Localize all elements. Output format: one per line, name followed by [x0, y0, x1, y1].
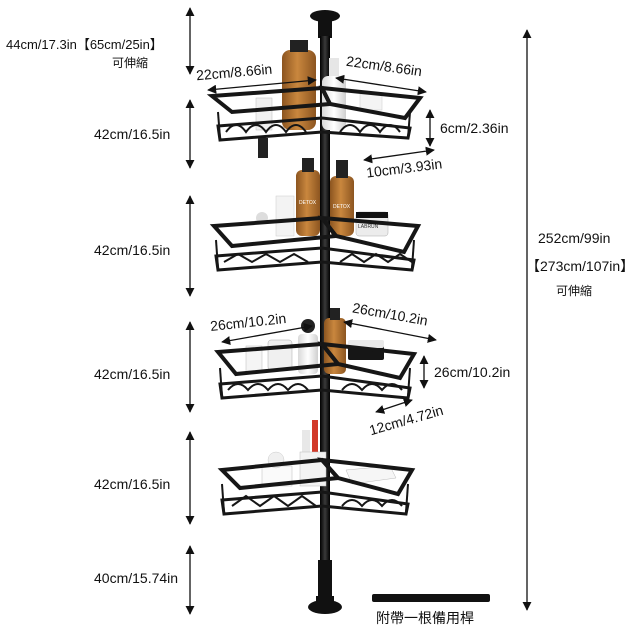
total-telescopic-label: 可伸縮: [556, 284, 593, 298]
gap-3-label: 42cm/16.5in: [94, 366, 171, 382]
dimension-arrows: [185, 7, 532, 615]
large-shelf-depth-label: 26cm/10.2in: [434, 364, 511, 380]
extra-pole-note: 附帶一根備用桿: [376, 610, 474, 626]
top-telescopic-label: 可伸縮: [112, 56, 149, 70]
shelf-2: DETOX DETOX LABRUN: [209, 158, 422, 272]
shelf-1-products: [255, 40, 383, 131]
rail-height-label: 6cm/2.36in: [440, 120, 509, 136]
bottom-height-label: 40cm/15.74in: [94, 570, 179, 586]
gap-1-label: 42cm/16.5in: [94, 126, 171, 142]
top-height-label: 44cm/17.3in【65cm/25in】: [6, 37, 163, 52]
shelf-4-products: [261, 420, 397, 487]
spare-pole: [372, 594, 490, 602]
total-height-max-label: 【273cm/107in】: [526, 258, 635, 274]
gap-2-label: 42cm/16.5in: [94, 242, 171, 258]
shelf-3: [214, 308, 418, 400]
total-height-label: 252cm/99in: [538, 230, 611, 246]
bottle-label-1: DETOX: [299, 200, 317, 206]
tension-pole: [308, 10, 342, 614]
shelf-1: [206, 40, 424, 158]
jar-label: LABRUN: [358, 224, 379, 230]
shelf-4: [217, 420, 416, 516]
gap-4-label: 42cm/16.5in: [94, 476, 171, 492]
bottle-label-2: DETOX: [333, 204, 351, 210]
